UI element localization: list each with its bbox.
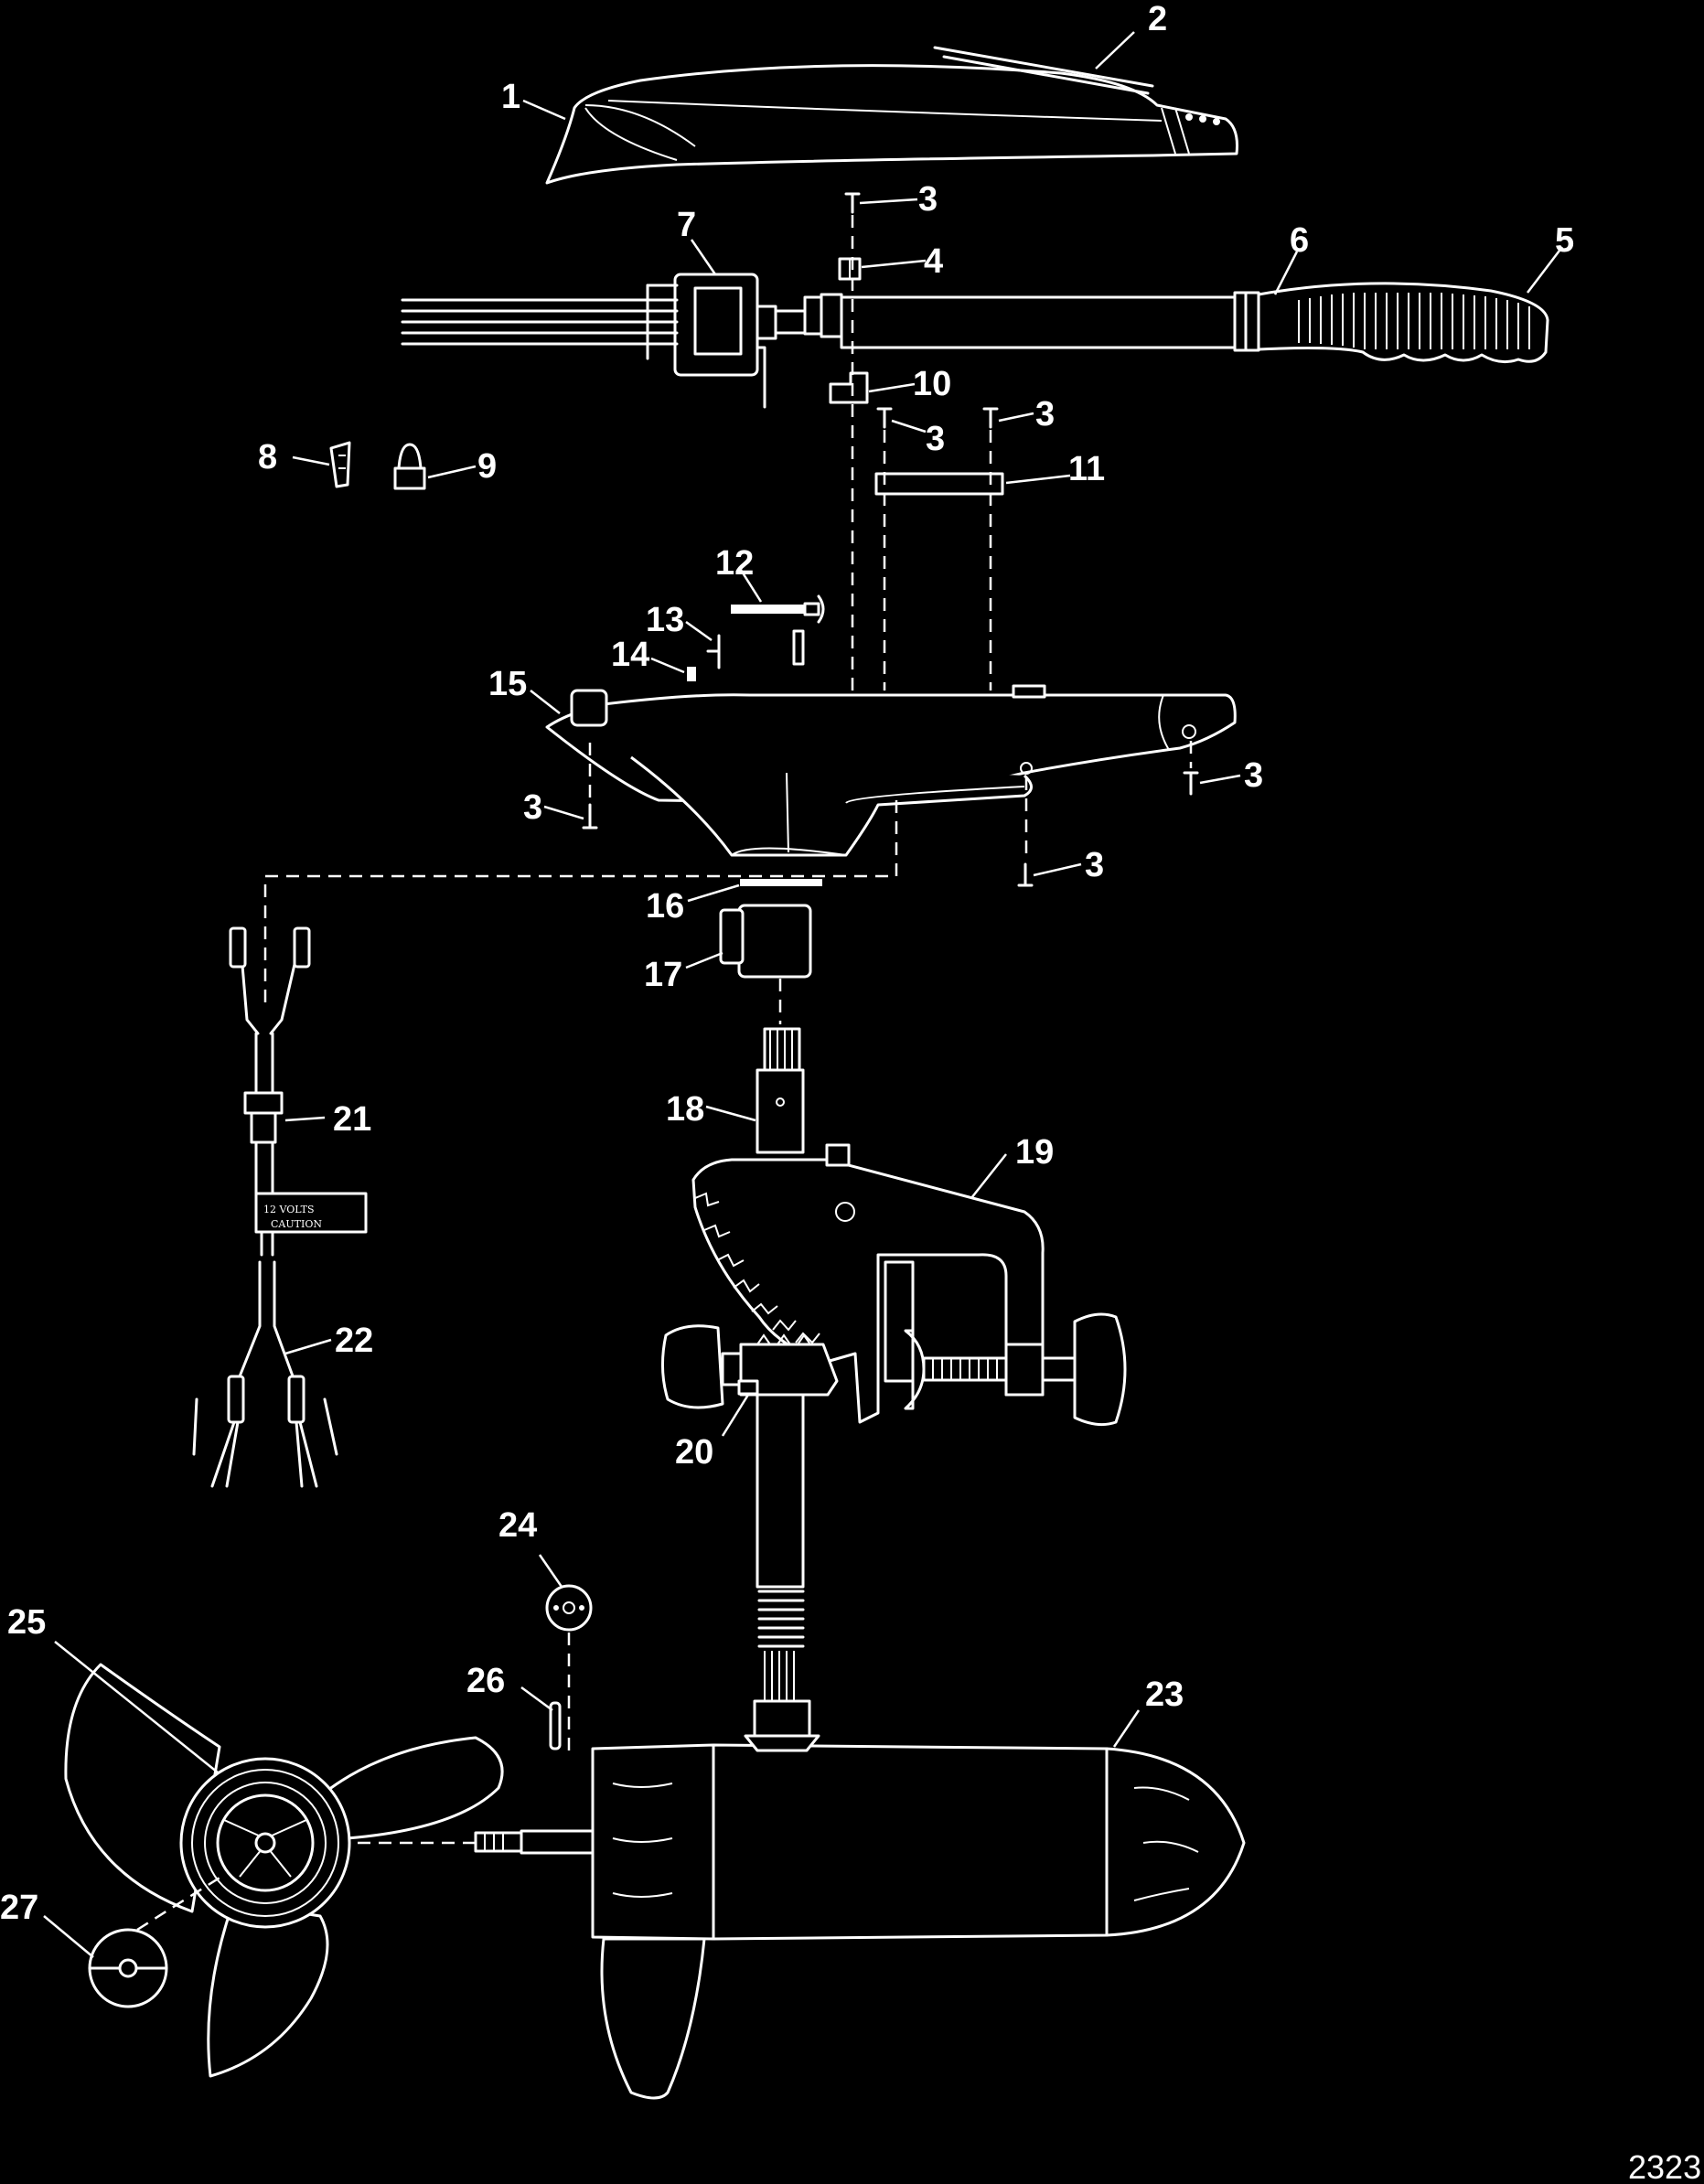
callout-24: 24 [498, 1506, 537, 1545]
callout-25: 25 [7, 1603, 46, 1642]
callout-21: 21 [333, 1100, 371, 1139]
caution-label-line1: 12 VOLTS [263, 1204, 315, 1215]
part-bracket-10 [829, 371, 869, 404]
callout-3f: 3 [1085, 846, 1104, 884]
part-tiller-handle [803, 282, 1549, 364]
part-connector-8 [329, 441, 351, 488]
callout-8: 8 [258, 438, 277, 476]
part-switch-assembly [401, 273, 807, 409]
vent-slots [612, 1783, 1199, 1901]
callout-2: 2 [1148, 0, 1167, 38]
callout-14: 14 [611, 636, 649, 674]
part-propeller [64, 1663, 504, 2078]
callout-5: 5 [1555, 221, 1574, 260]
callout-27: 27 [0, 1889, 38, 1927]
callout-numbers: 1 2 3 4 5 6 7 8 9 10 3 3 11 12 13 14 15 … [0, 0, 1574, 1927]
part-screws [582, 192, 1199, 887]
part-battery-leads-22 [192, 1260, 338, 1488]
callout-10: 10 [913, 365, 951, 403]
part-collar-17 [719, 904, 812, 979]
part-washer-14 [687, 667, 696, 681]
callout-17: 17 [644, 956, 682, 994]
callout-3d: 3 [523, 788, 542, 827]
callout-13: 13 [646, 601, 684, 639]
part-clip-13 [706, 634, 721, 669]
callout-3c: 3 [1035, 395, 1055, 434]
part-power-cord-21 [229, 926, 368, 1257]
clamp-teeth [694, 1192, 820, 1344]
callout-3: 3 [918, 180, 938, 219]
handle-grip-ribs [1298, 293, 1530, 349]
callout-16: 16 [646, 887, 684, 926]
callout-19: 19 [1015, 1133, 1054, 1172]
leader-lines [43, 31, 1563, 1958]
callout-26: 26 [466, 1662, 505, 1700]
callout-1: 1 [501, 78, 520, 116]
shaft-thread [757, 1590, 805, 1648]
callout-18: 18 [666, 1090, 704, 1129]
callout-9: 9 [477, 447, 497, 486]
callout-23: 23 [1145, 1675, 1184, 1714]
part-motor-head [545, 684, 1237, 857]
part-shaft-upper [756, 1027, 805, 1154]
callout-7: 7 [677, 206, 696, 244]
callout-3e: 3 [1244, 756, 1263, 795]
callout-11: 11 [1068, 450, 1105, 488]
callout-20: 20 [675, 1433, 713, 1472]
part-pin-12 [731, 594, 825, 666]
part-prop-nut-27 [88, 1928, 168, 2008]
part-lower-unit [474, 1699, 1246, 2100]
part-wire-nut-9 [393, 443, 426, 490]
part-nut-4 [838, 257, 862, 281]
part-washer-16 [740, 879, 822, 886]
callout-3b: 3 [926, 420, 945, 458]
callout-6: 6 [1290, 221, 1309, 260]
part-clamp-bracket [660, 1143, 1127, 1427]
part-decal [933, 46, 1154, 95]
assembly-lines [136, 215, 1193, 1932]
callout-12: 12 [715, 544, 754, 583]
callout-22: 22 [335, 1322, 373, 1360]
part-nut-24 [545, 1584, 593, 1632]
figure-number: 2323 [1628, 2148, 1701, 2184]
part-spacer-11 [874, 472, 1004, 496]
callout-15: 15 [488, 665, 527, 703]
callout-4: 4 [924, 242, 943, 281]
part-shaft-lower [737, 1379, 805, 1701]
part-drive-pin-26 [549, 1701, 562, 1750]
caution-label-line2: CAUTION [271, 1218, 322, 1230]
